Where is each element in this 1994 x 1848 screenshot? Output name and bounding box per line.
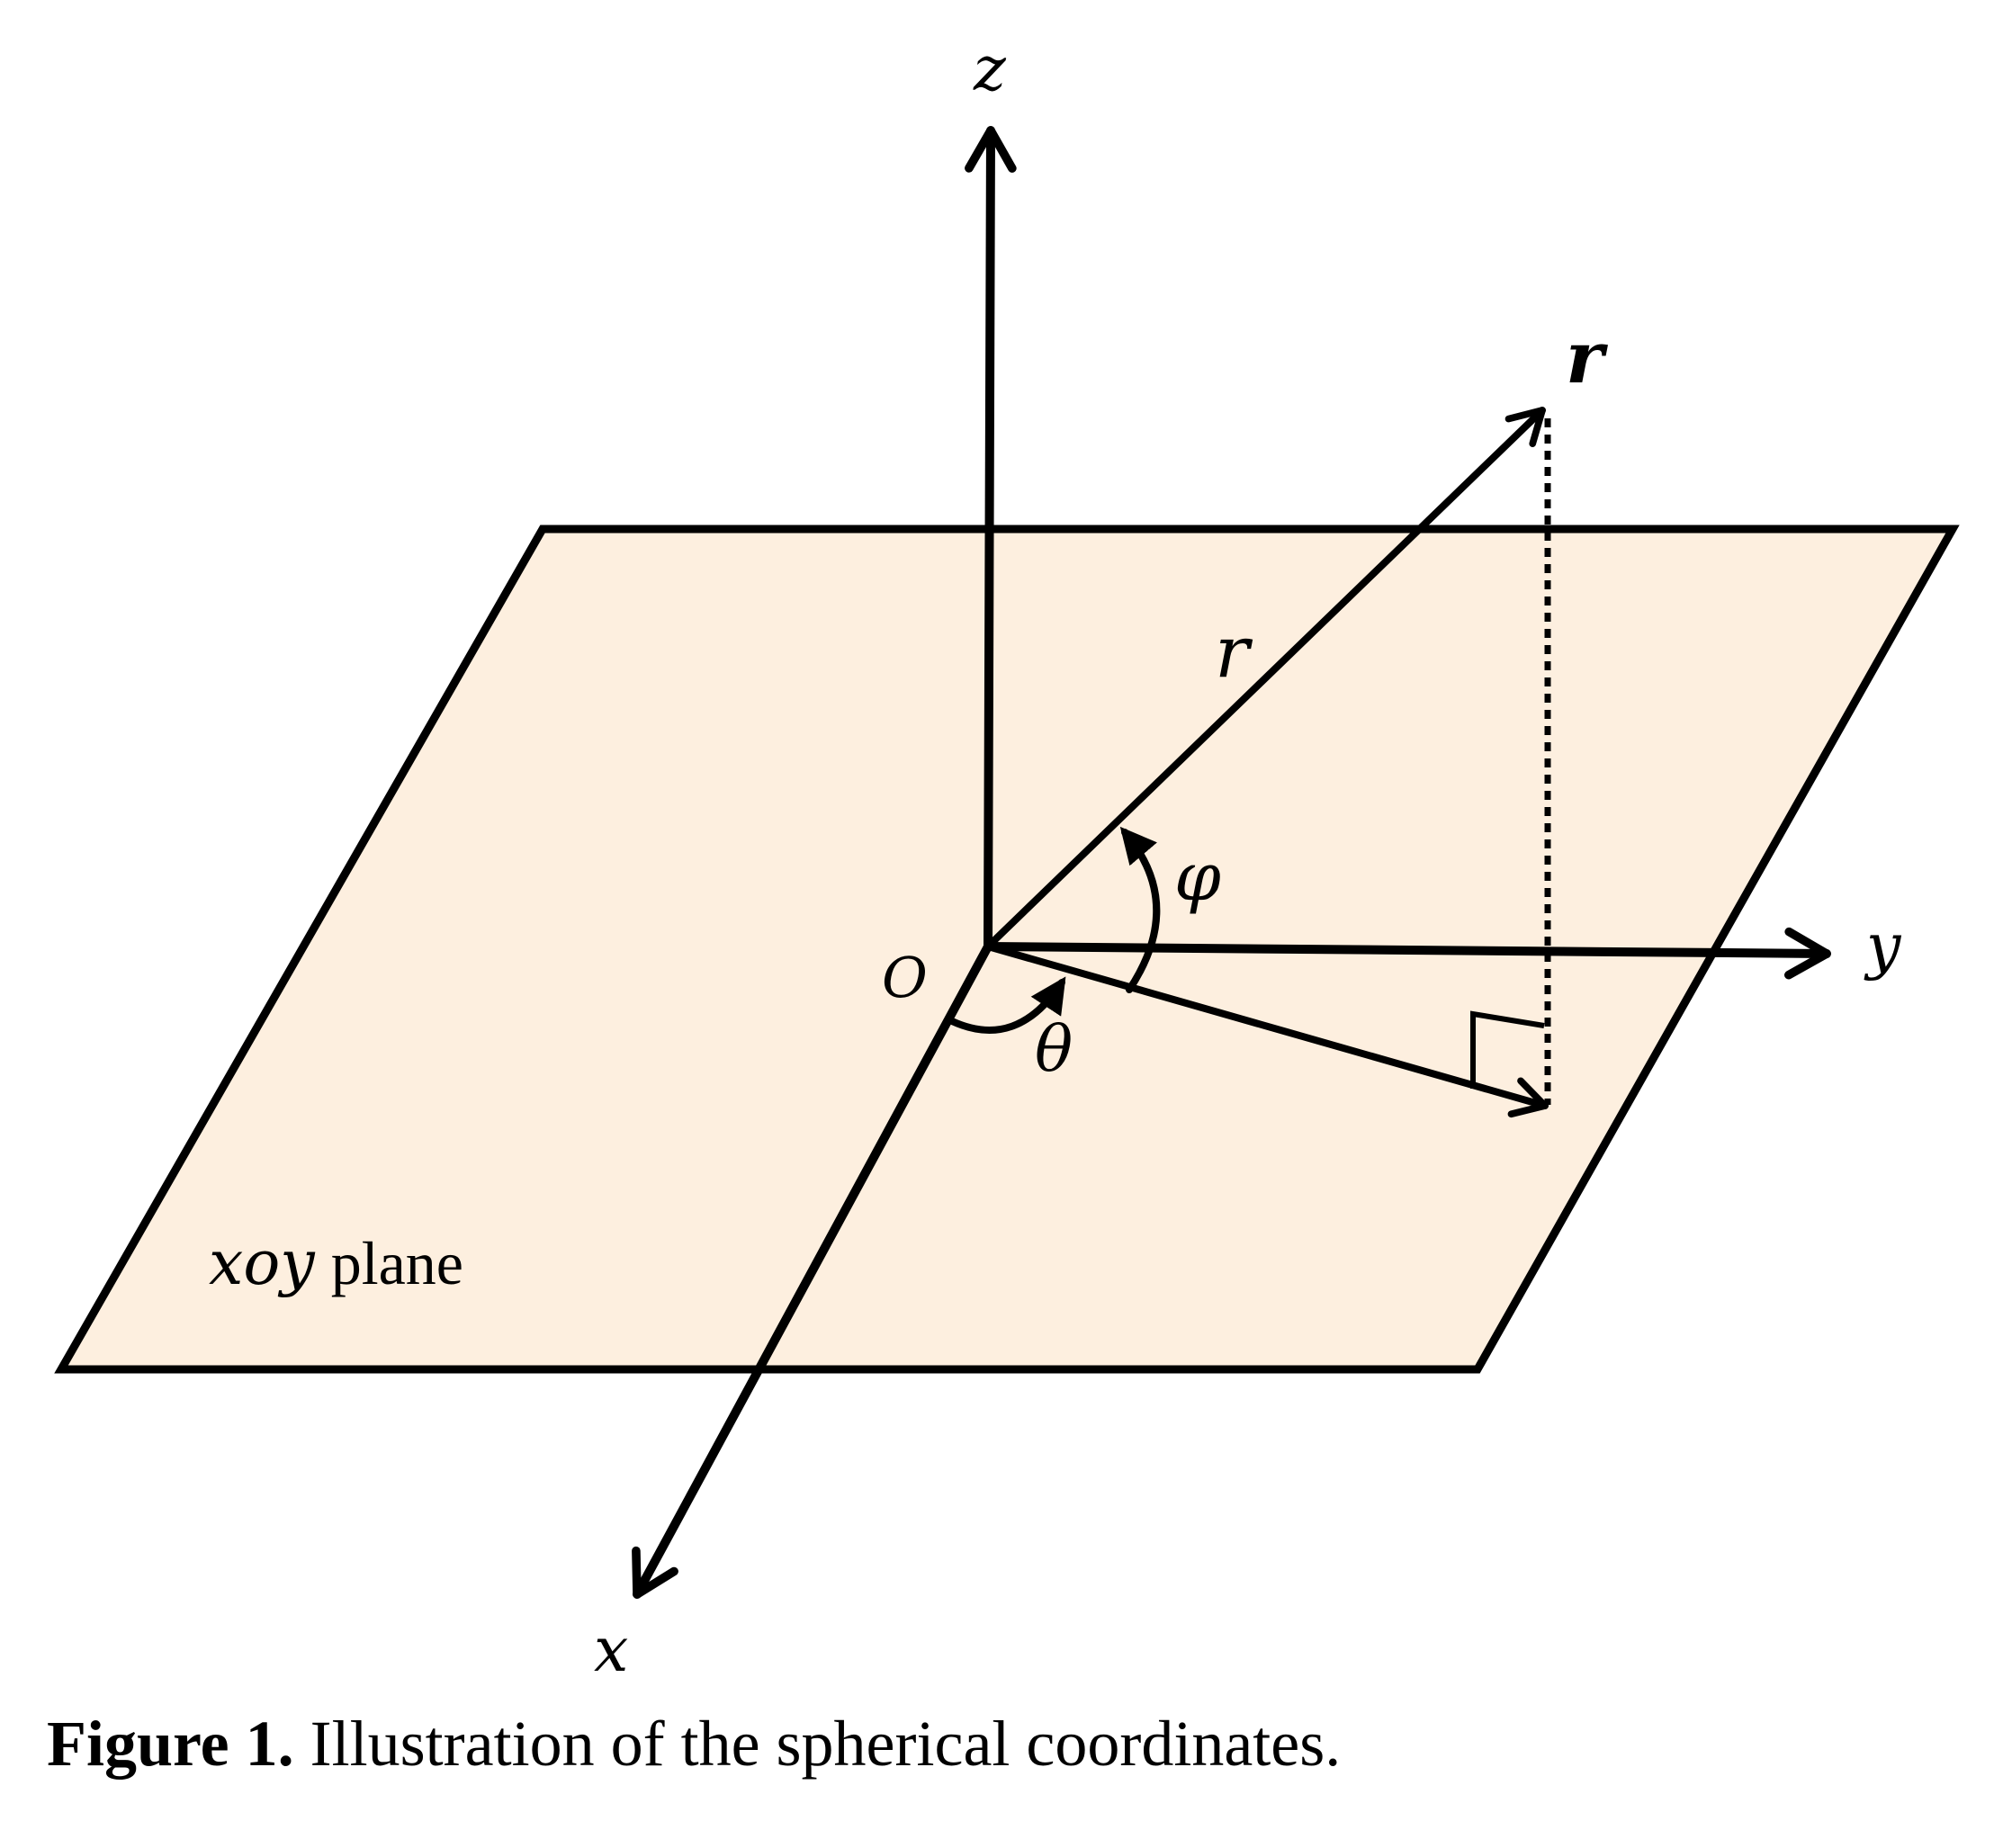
caption-label: Figure 1. xyxy=(47,1708,294,1780)
right-angle-marker xyxy=(1470,1010,1545,1089)
phi-label: φ xyxy=(1174,839,1221,916)
phi-arc xyxy=(1119,826,1161,993)
origin-label: O xyxy=(882,945,928,1010)
projection-vector xyxy=(984,943,1549,1118)
z-axis-label: z xyxy=(973,34,1007,105)
caption-text: Illustration of the spherical coordinate… xyxy=(310,1708,1342,1780)
plane-label-italic: xoy xyxy=(209,1228,316,1299)
radius-label: r xyxy=(1215,610,1253,694)
z-axis xyxy=(965,126,1017,951)
figure-caption: Figure 1. Illustration of the spherical … xyxy=(47,1705,1341,1782)
plane-label-word: plane xyxy=(331,1229,463,1297)
x-axis-label: x xyxy=(594,1615,628,1686)
y-axis xyxy=(984,927,1831,980)
vector-tip-label: r xyxy=(1566,315,1608,399)
theta-arc xyxy=(948,976,1066,1034)
y-axis-label: y xyxy=(1864,911,1902,982)
theta-label: θ xyxy=(1035,1012,1073,1086)
r-vector xyxy=(984,407,1546,950)
x-axis xyxy=(632,942,993,1599)
